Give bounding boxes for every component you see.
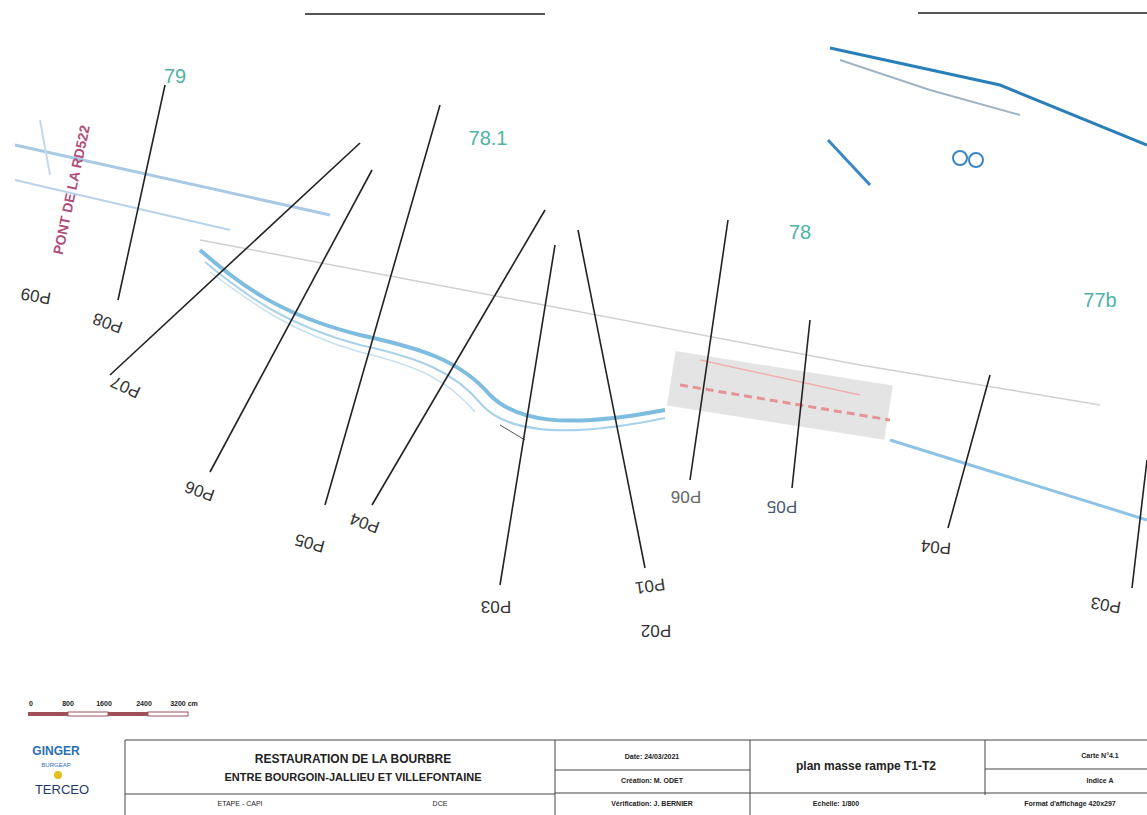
section-label: P07 <box>108 371 143 401</box>
table-cell: Indice A <box>1087 777 1114 785</box>
title-text: ENTRE BOURGOIN-JALLIEU ET VILLEFONTAINE <box>224 771 481 783</box>
scale-number: 800 <box>62 700 74 708</box>
table-cell: Carte N°4.1 <box>1081 752 1118 760</box>
section-label: P06 <box>671 487 701 506</box>
table-cell: ETAPE - CAPI <box>218 800 263 808</box>
scale-number: 3200 cm <box>170 700 198 708</box>
logo-text: TERCEO <box>35 783 89 797</box>
table-cell: Date: 24/03/2021 <box>625 753 679 761</box>
logo-text: GINGER <box>32 745 79 758</box>
profile-number: 79 <box>164 65 186 87</box>
profile-number: 78.1 <box>469 127 508 149</box>
section-label: P05 <box>293 529 327 555</box>
profile-number: 77b <box>1083 289 1116 311</box>
scale-number: 0 <box>29 700 33 708</box>
section-label: P09 <box>19 283 52 307</box>
section-label: P03 <box>1089 592 1122 616</box>
section-label: P05 <box>767 497 797 516</box>
section-label: P08 <box>91 308 126 336</box>
section-label: P06 <box>183 476 218 504</box>
table-cell: Format d'affichage 420x297 <box>1024 800 1116 808</box>
table-cell: DCE <box>433 800 448 808</box>
scale-number: 2400 <box>136 700 152 708</box>
scale-number: 1600 <box>96 700 112 708</box>
profile-number: 78 <box>789 221 811 243</box>
section-label: P01 <box>634 574 667 597</box>
drawing-title: plan masse rampe T1-T2 <box>796 760 936 773</box>
logo-text: BURGEAP <box>41 762 70 769</box>
title-text: RESTAURATION DE LA BOURBRE <box>255 753 451 766</box>
section-label: P02 <box>641 621 671 640</box>
table-cell: Création: M. ODET <box>621 777 683 785</box>
section-label: P03 <box>481 597 511 616</box>
section-label: P04 <box>348 508 383 536</box>
table-cell: Echelle: 1/800 <box>813 800 859 808</box>
section-label: P04 <box>920 535 952 556</box>
table-cell: Vérification: J. BERNIER <box>611 800 693 808</box>
